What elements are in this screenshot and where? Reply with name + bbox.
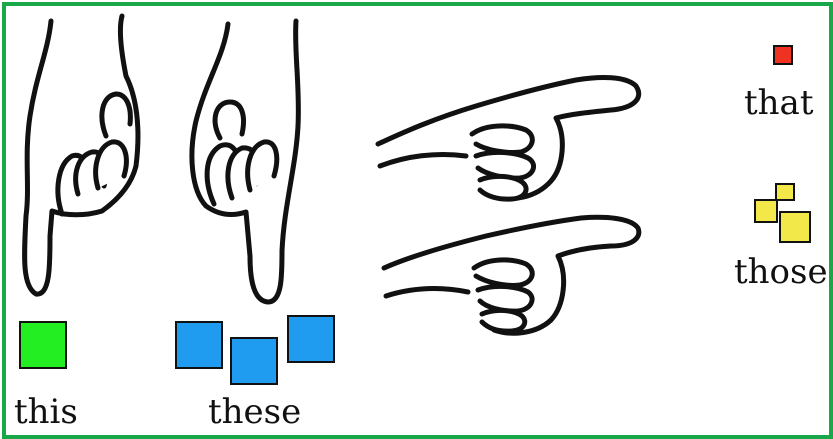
those-square-1 — [775, 183, 795, 201]
those-square-2 — [754, 199, 778, 223]
label-that: that — [744, 83, 814, 123]
label-this: this — [14, 392, 78, 432]
hand-down-left-icon — [22, 13, 141, 297]
these-square-3 — [287, 315, 335, 363]
illustration — [19, 13, 811, 385]
those-square-3 — [779, 211, 811, 243]
that-square — [773, 45, 793, 65]
these-squares — [175, 315, 335, 385]
hand-down-right-icon — [189, 18, 301, 305]
label-these: these — [208, 392, 302, 432]
these-square-1 — [175, 321, 223, 369]
this-square — [19, 321, 67, 369]
label-those: those — [734, 252, 828, 292]
those-squares — [754, 183, 811, 243]
hand-right-top-icon — [375, 75, 642, 202]
these-square-2 — [230, 337, 278, 385]
hand-right-bottom-icon — [381, 214, 642, 336]
